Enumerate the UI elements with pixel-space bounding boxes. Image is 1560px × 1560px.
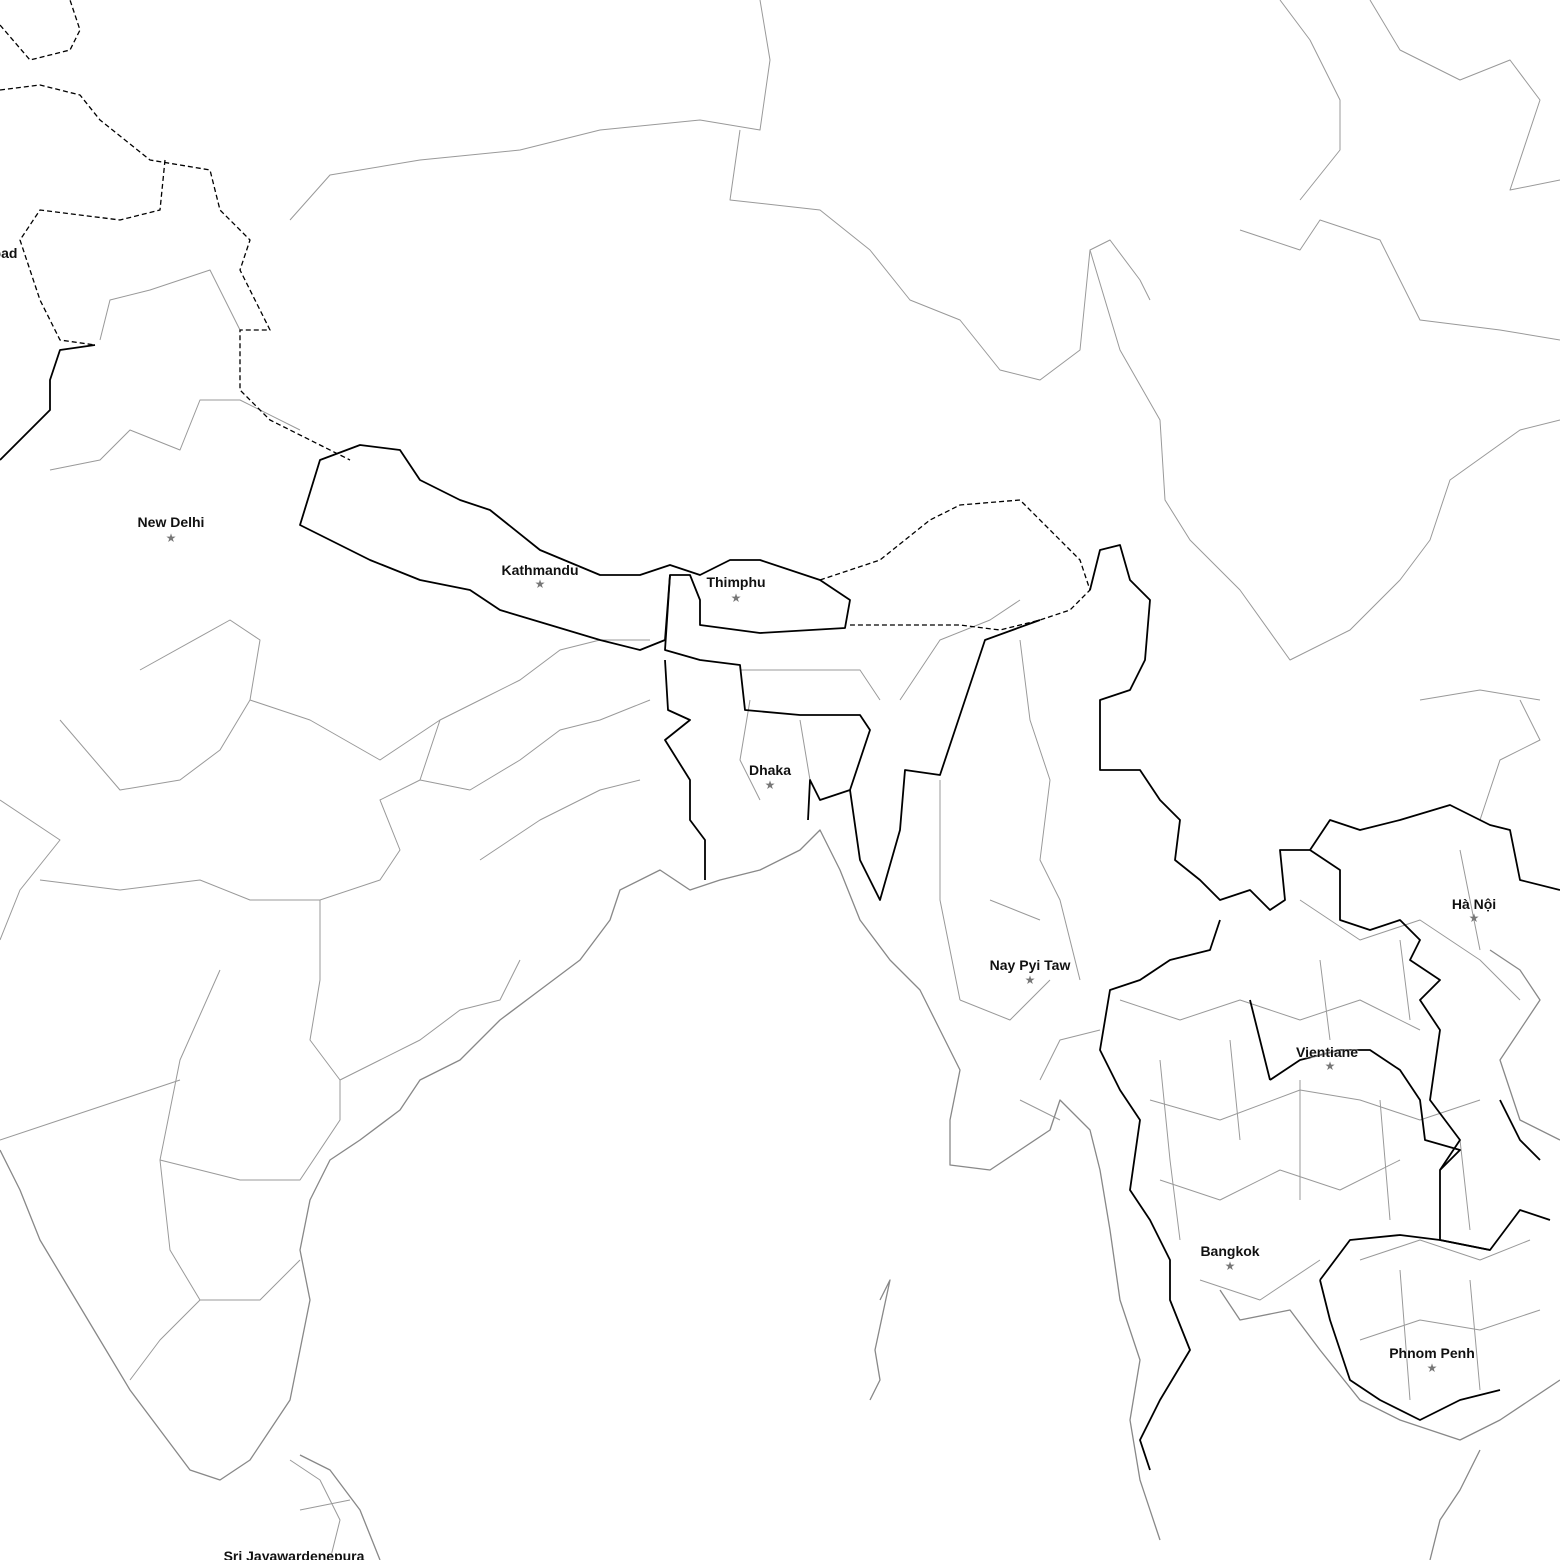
city-label-bangkok: Bangkok <box>1200 1243 1260 1259</box>
country-borders <box>0 344 1560 1471</box>
star-icon[interactable]: ★ <box>1024 973 1036 987</box>
city-label-thimphu: Thimphu <box>706 574 766 590</box>
star-icon[interactable]: ★ <box>764 778 776 792</box>
city-label-islamabad: bad <box>0 245 18 261</box>
star-icon[interactable]: ★ <box>730 591 742 605</box>
city-label-kathmandu: Kathmandu <box>501 562 579 578</box>
star-icon[interactable]: ★ <box>1426 1361 1438 1375</box>
star-icon[interactable]: ★ <box>1224 1259 1236 1273</box>
coastline <box>0 829 1560 1560</box>
star-icon[interactable]: ★ <box>1468 911 1480 925</box>
city-label-sri-jayawardenepura: Sri Jayawardenepura <box>223 1548 365 1560</box>
city-label-nay-pyi-taw: Nay Pyi Taw <box>989 957 1071 973</box>
star-icon[interactable]: ★ <box>1324 1059 1336 1073</box>
star-icon[interactable]: ★ <box>534 577 546 591</box>
city-label-phnom-penh: Phnom Penh <box>1389 1345 1475 1361</box>
city-label-ha-noi: Hà Nội <box>1451 896 1497 912</box>
city-label-new-delhi: New Delhi <box>137 514 205 530</box>
star-icon[interactable]: ★ <box>165 531 177 545</box>
city-label-dhaka: Dhaka <box>748 762 792 778</box>
city-label-vientiane: Vientiane <box>1296 1044 1358 1060</box>
disputed-borders <box>0 0 1091 631</box>
